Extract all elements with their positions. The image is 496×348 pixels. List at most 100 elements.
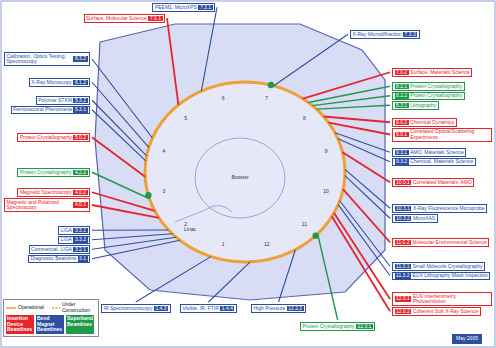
beamline-number: 5.0.2 [73, 135, 87, 141]
beamline-leader [345, 169, 390, 208]
beamline-name: EUV Interferometry, Photoemission [413, 294, 490, 305]
beamline-number: 8.2.2 [395, 93, 409, 99]
beamline-label: Magnetic Spectroscopy4.0.2 [17, 188, 90, 197]
beamline-label: High Pressure12.2.2 [251, 304, 306, 313]
beamline-label: X-Ray Microscopy6.1.2 [29, 78, 90, 87]
beamline-name: LIGA [60, 228, 71, 234]
beamline-number: 4.0.1 [73, 202, 87, 208]
beamline-label: Correlated Optical/Scattering Experiment… [392, 128, 492, 142]
beamline-leader [318, 234, 338, 320]
beamline-label: Protein Crystallography8.2.1 [392, 82, 465, 91]
beamline-label: Chemical, Materials Science9.3.2 [392, 158, 476, 167]
beamline-label: EUV Lithography Mask Inspection11.3.2 [392, 272, 490, 281]
beamline-name: MicroXAS [413, 216, 435, 222]
legend-swatch: Superbend Beamlines [66, 315, 94, 334]
beamline-name: Polymer STXM [38, 98, 72, 104]
beamline-number: 6.3.2 [73, 56, 87, 62]
beamline-leader [343, 189, 390, 242]
date-box: May 2005 [452, 334, 482, 344]
beamline-name: Protein Crystallography [303, 324, 355, 330]
storage-ring [145, 82, 345, 262]
beamline-number: 7.0.1 [148, 16, 162, 22]
beamline-leader [329, 123, 390, 135]
sector-number: 5 [183, 116, 188, 122]
beamline-label: Polymer STXM5.3.2 [36, 96, 90, 105]
beamline-label: Surface, Materials Science7.0.2 [392, 68, 472, 77]
beamline-number: 9.0.1 [395, 132, 409, 138]
beamline-number: 12.2.2 [287, 306, 304, 312]
beamline-number: 7.0.2 [395, 70, 409, 76]
beamline-name: Calibration, Optics Testing, Spectroscop… [7, 54, 72, 65]
beamline-number: 1.4.4 [220, 306, 234, 312]
beamline-number: 3.1 [78, 256, 88, 262]
beamline-number: 9.3.1 [395, 150, 409, 156]
beamline-number: 7.3.3 [403, 32, 417, 38]
beamline-leader [274, 34, 348, 86]
beamline-name: Lithography [410, 103, 436, 109]
legend-swatch: Insertion Device Beamlines [6, 315, 34, 334]
beamline-name: Surface, Molecular Science [86, 16, 147, 22]
beamline-leader [345, 176, 390, 219]
beamline-name: Protein Crystallography [20, 170, 72, 176]
legend: Operational Under ConstructionInsertion D… [3, 299, 99, 337]
beamline-name: Small Molecule Crystallography [413, 264, 483, 270]
beamline-name: Magnetic and Polarized Spectroscopy [7, 200, 72, 211]
legend-text: Superbend Beamlines [67, 315, 93, 327]
beamline-number: 8.3.1 [395, 103, 409, 109]
beamline-label: LIGA3.3.1 [58, 226, 90, 235]
booster-label: Booster [230, 175, 249, 181]
beamline-number: 1.4.3 [154, 306, 168, 312]
sector-number: 6 [221, 96, 226, 102]
beamline-label: X-Ray Fluorescence Microprobe10.3.1 [392, 204, 487, 213]
beamline-label: Correlated Materials, AMO10.0.1 [392, 178, 474, 187]
sector-number: 1 [221, 242, 226, 248]
beamline-number: 9.3.2 [395, 159, 409, 165]
beamline-name: EUV Lithography Mask Inspection [413, 273, 488, 279]
beamline-label: Protein Crystallography12.3.1 [300, 322, 375, 331]
beamline-name: Protein Crystallography [410, 84, 462, 90]
beamline-number: 11.0.2 [395, 240, 412, 246]
beamline-number: 8.2.1 [395, 84, 409, 90]
linac-label: Linac [183, 227, 197, 233]
beamline-label: IR Spectromicroscopy1.4.3 [101, 304, 171, 313]
transfer-line [205, 205, 232, 212]
legend-text: Operational [18, 305, 44, 311]
beamline-leader [338, 139, 390, 162]
beamline-leader [313, 96, 390, 106]
beamline-name: PEEM2, MicroXPS [155, 5, 197, 11]
beamline-label: Small Molecule Crystallography11.3.1 [392, 262, 485, 271]
beamline-name: X-Ray Microscopy [31, 80, 72, 86]
legend-line [52, 307, 60, 309]
sector-number: 12 [263, 242, 271, 248]
sector-number: 4 [161, 150, 166, 156]
beamline-leader [92, 240, 180, 258]
legend-text: Insertion Device Beamlines [7, 315, 32, 332]
beamline-label: Visible, IR, FTIR1.4.4 [180, 304, 237, 313]
beamline-name: Chemical, Materials Science [410, 159, 473, 165]
beamline-number: 11.3.1 [395, 264, 412, 270]
beamline-number: 4.2.2 [73, 170, 87, 176]
beamline-name: Chemical Dynamics [410, 120, 454, 126]
legend-item: Under Construction [52, 302, 96, 313]
beamline-leader [92, 192, 155, 211]
beamline-number: 3.3.2 [73, 237, 87, 243]
beamline-number: 4.0.2 [73, 190, 87, 196]
sector-number: 11 [301, 223, 308, 229]
sector-number: 10 [322, 189, 330, 195]
beamline-number: 10.3.1 [395, 206, 412, 212]
beamline-leader [334, 213, 390, 299]
beamline-label: Protein Crystallography5.0.2 [17, 133, 90, 142]
beamline-label: AMO, Materials Science9.3.1 [392, 148, 466, 157]
beamline-leader [343, 152, 390, 182]
beamline-number: 12.0.1 [395, 296, 412, 302]
beamline-number: 10.0.1 [395, 180, 412, 186]
legend-item: Operational [6, 302, 50, 313]
beamline-number: 7.3.1 [198, 5, 212, 11]
sector-number: 7 [264, 96, 269, 102]
beamline-label: Protein Crystallography8.2.2 [392, 92, 465, 101]
beamline-name: Coherent Soft X-Ray Science [413, 309, 478, 315]
beamline-number: 12.3.1 [356, 324, 373, 330]
beamline-label: Calibration, Optics Testing, Spectroscop… [4, 52, 90, 66]
beamline-name: Protein Crystallography [410, 93, 462, 99]
